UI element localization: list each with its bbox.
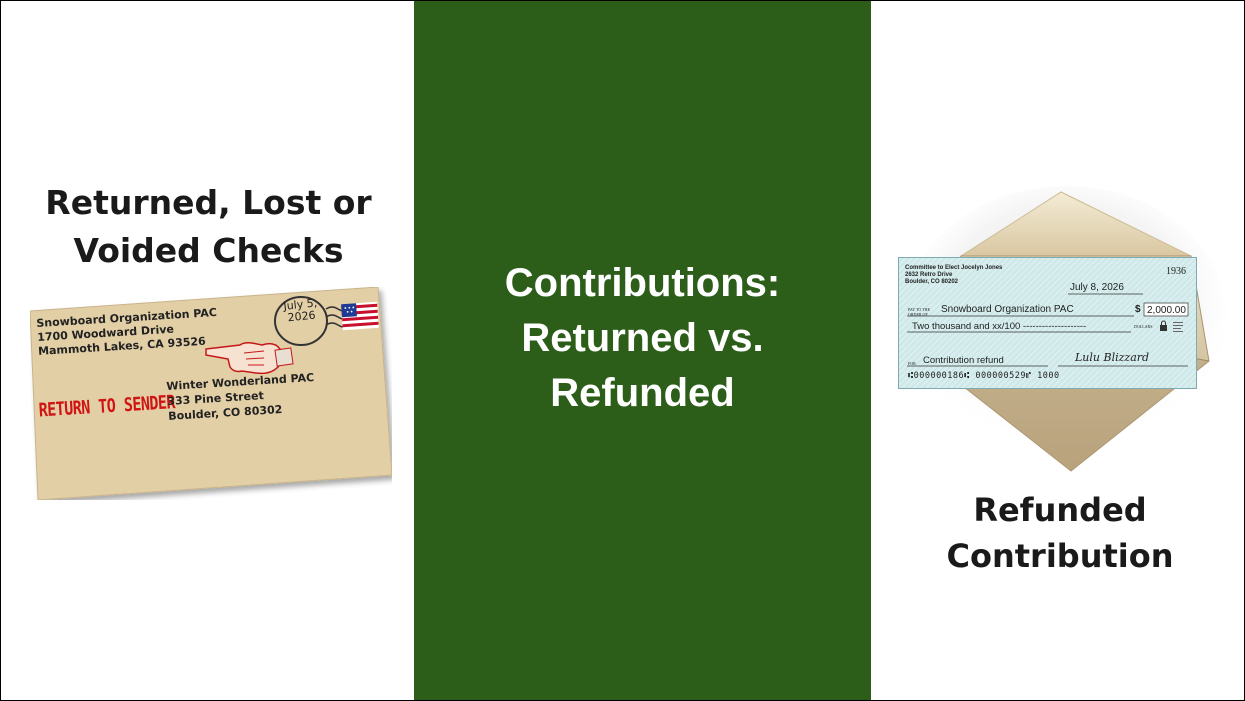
check-amount: 2,000.00 <box>1147 305 1186 316</box>
check-graphic <box>898 257 1197 389</box>
dollar-sign: $ <box>1135 304 1141 315</box>
check-memo: Contribution refund <box>923 355 1004 366</box>
check-payee: Snowboard Organization PAC <box>941 304 1074 315</box>
slide-title-line: Refunded <box>550 370 735 415</box>
left-heading: Returned, Lost or Voided Checks <box>31 179 386 275</box>
dollars-label: DOLLARS <box>1134 324 1153 329</box>
check-date: July 8, 2026 <box>1070 282 1124 293</box>
pointing-hand-icon <box>205 342 294 375</box>
returned-envelope-image: July 5, 2026 Snowboard Organization PAC … <box>30 287 392 500</box>
refund-check: Committee to Elect Jocelyn Jones 2632 Re… <box>898 257 1197 389</box>
recipient-address: Winter Wonderland PAC 333 Pine Street Bo… <box>166 370 316 424</box>
slide-title-line: Contributions: <box>504 260 781 305</box>
envelope-body <box>30 287 392 500</box>
flag-stamp-icon <box>341 301 379 331</box>
memo-label: FOR <box>908 361 916 366</box>
right-heading-line: Refunded <box>973 491 1147 529</box>
check-payer-line: 2632 Retro Drive <box>905 272 953 278</box>
left-heading-line: Returned, Lost or <box>45 183 372 222</box>
slide-title-line: Returned vs. <box>521 315 764 360</box>
lock-icon <box>1160 320 1167 331</box>
check-micr-line: ⑆000000186⑆ 000000529⑈ 1000 <box>908 371 1060 381</box>
right-heading-line: Contribution <box>946 537 1174 575</box>
postmark-circle <box>274 296 328 346</box>
check-payer-line: Committee to Elect Jocelyn Jones <box>905 265 1003 271</box>
envelope-graphic <box>30 287 392 500</box>
right-heading: Refunded Contribution <box>901 487 1219 579</box>
pay-to-label: PAY TO THE ORDER OF <box>908 307 931 317</box>
title-panel: Contributions: Returned vs. Refunded <box>414 1 871 700</box>
check-number: 1936 <box>1166 266 1186 277</box>
left-heading-line: Voided Checks <box>73 231 344 270</box>
check-amount-words: Two thousand and xx/100 ----------------… <box>912 321 1087 332</box>
slide-title: Contributions: Returned vs. Refunded <box>505 256 781 421</box>
check-signature: Lulu Blizzard <box>1075 351 1150 364</box>
check-payer-address: Committee to Elect Jocelyn Jones 2632 Re… <box>905 265 1002 286</box>
check-payer-line: Boulder, CO 80202 <box>905 279 959 285</box>
